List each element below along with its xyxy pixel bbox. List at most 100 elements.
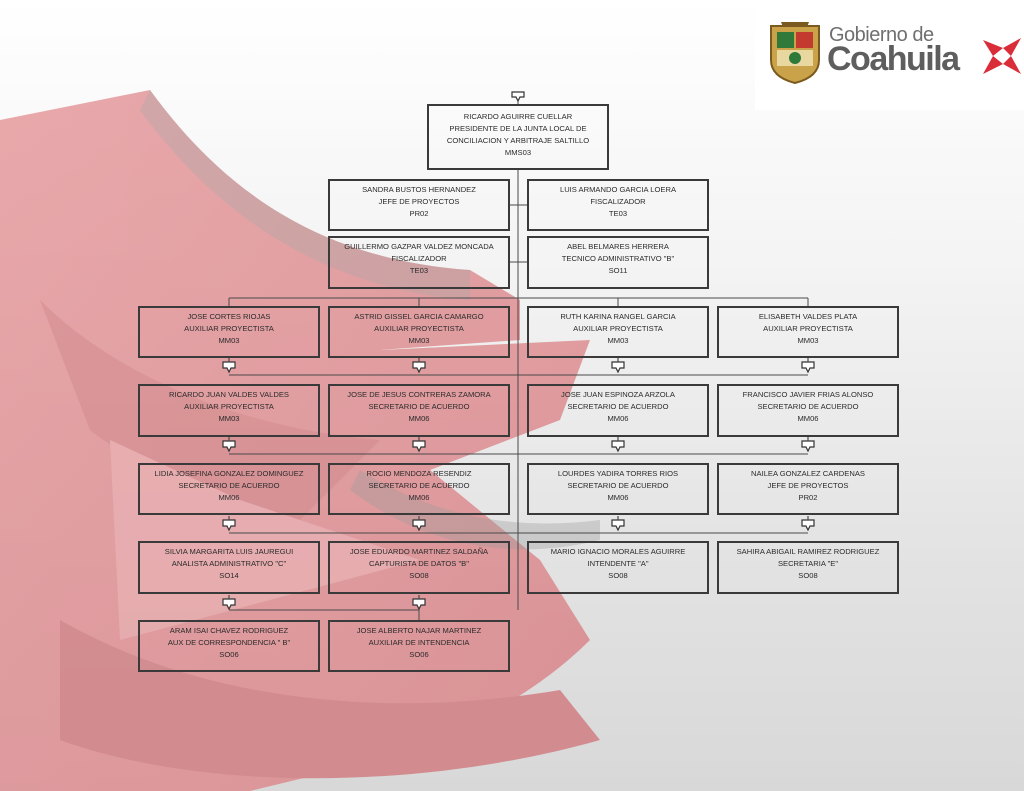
node-title: SECRETARIO DE ACUERDO [368, 481, 470, 490]
hierarchy-arrow-icon [412, 598, 426, 611]
hierarchy-arrow-icon [611, 519, 625, 532]
node-name: MARIO IGNACIO MORALES AGUIRRE [550, 547, 686, 556]
node-code: MMS03 [504, 148, 532, 157]
node-code: TE03 [409, 266, 429, 275]
node-title: SECRETARIO DE ACUERDO [757, 402, 859, 411]
node-title: TECNICO ADMINISTRATIVO "B" [561, 254, 675, 263]
node-name: RICARDO JUAN VALDES VALDES [169, 390, 289, 399]
node-title: AUXILIAR DE INTENDENCIA [368, 638, 470, 647]
org-node: LOURDES YADIRA TORRES RIOS SECRETARIO DE… [527, 463, 709, 515]
node-code: MM06 [797, 414, 819, 423]
node-title: JEFE DE PROYECTOS [378, 197, 460, 206]
state-seal-icon [770, 22, 820, 84]
node-code: SO08 [798, 571, 818, 580]
node-code: SO08 [409, 571, 429, 580]
node-title: AUX DE CORRESPONDENCIA " B" [167, 638, 291, 647]
org-node: SAHIRA ABIGAIL RAMIREZ RODRIGUEZ SECRETA… [717, 541, 899, 594]
org-node: LIDIA JOSEFINA GONZALEZ DOMINGUEZ SECRET… [138, 463, 320, 515]
node-title: SECRETARIA "E" [777, 559, 839, 568]
node-title: JEFE DE PROYECTOS [767, 481, 849, 490]
node-name: ROCIO MENDOZA RESENDIZ [366, 469, 472, 478]
org-node: SILVIA MARGARITA LUIS JAUREGUI ANALISTA … [138, 541, 320, 594]
org-node: ROCIO MENDOZA RESENDIZ SECRETARIO DE ACU… [328, 463, 510, 515]
org-node: JOSE DE JESUS CONTRERAS ZAMORA SECRETARI… [328, 384, 510, 437]
node-code: SO11 [608, 266, 628, 275]
node-title: ANALISTA ADMINISTRATIVO "C" [171, 559, 287, 568]
node-name: ABEL BELMARES HERRERA [567, 242, 669, 251]
node-code: MM03 [218, 336, 240, 345]
node-title: SECRETARIO DE ACUERDO [567, 402, 669, 411]
node-code: MM06 [607, 493, 629, 502]
org-node-root: RICARDO AGUIRRE CUELLAR PRESIDENTE DE LA… [427, 104, 609, 170]
logo-name: Coahuila [827, 40, 960, 78]
org-node: FRANCISCO JAVIER FRIAS ALONSO SECRETARIO… [717, 384, 899, 437]
node-name: SILVIA MARGARITA LUIS JAUREGUI [164, 547, 294, 556]
node-name: LUIS ARMANDO GARCIA LOERA [559, 185, 677, 194]
org-node: RUTH KARINA RANGEL GARCIA AUXILIAR PROYE… [527, 306, 709, 358]
node-code: MM03 [797, 336, 819, 345]
org-node-staff: LUIS ARMANDO GARCIA LOERA FISCALIZADOR T… [527, 179, 709, 231]
node-name: JOSE DE JESUS CONTRERAS ZAMORA [347, 390, 491, 399]
node-name: JOSE JUAN ESPINOZA ARZOLA [561, 390, 675, 399]
node-name: GUILLERMO GAZPAR VALDEZ MONCADA [344, 242, 494, 251]
node-code: MM03 [408, 336, 430, 345]
org-node: ASTRID GISSEL GARCIA CAMARGO AUXILIAR PR… [328, 306, 510, 358]
node-name: RUTH KARINA RANGEL GARCIA [560, 312, 676, 321]
hierarchy-arrow-icon [222, 519, 236, 532]
node-code: SO06 [219, 650, 239, 659]
node-name: JOSE EDUARDO MARTINEZ SALDAÑA [349, 547, 489, 556]
node-title: SECRETARIO DE ACUERDO [178, 481, 280, 490]
node-title: PRESIDENTE DE LA JUNTA LOCAL DE [449, 124, 587, 133]
hierarchy-arrow-icon [611, 440, 625, 453]
node-name: JOSE ALBERTO NAJAR MARTINEZ [356, 626, 482, 635]
node-name: NAILEA GONZALEZ CARDENAS [751, 469, 865, 478]
node-name: JOSE CORTES RIOJAS [187, 312, 271, 321]
org-node: NAILEA GONZALEZ CARDENAS JEFE DE PROYECT… [717, 463, 899, 515]
hierarchy-arrow-icon [412, 519, 426, 532]
org-node: ELISABETH VALDES PLATA AUXILIAR PROYECTI… [717, 306, 899, 358]
node-code: SO08 [608, 571, 628, 580]
coahuila-arrow-icon [983, 38, 1021, 74]
org-node-staff: ABEL BELMARES HERRERA TECNICO ADMINISTRA… [527, 236, 709, 289]
header-logo: Gobierno de Coahuila [755, 0, 1024, 110]
node-title: AUXILIAR PROYECTISTA [573, 324, 663, 333]
node-name: RICARDO AGUIRRE CUELLAR [463, 112, 573, 121]
node-code: MM03 [607, 336, 629, 345]
node-name: SANDRA BUSTOS HERNANDEZ [362, 185, 476, 194]
node-code: SO14 [219, 571, 239, 580]
node-code: MM06 [408, 493, 430, 502]
node-code: MM06 [607, 414, 629, 423]
node-title: FISCALIZADOR [391, 254, 447, 263]
node-name: ARAM ISAI CHAVEZ RODRIGUEZ [169, 626, 289, 635]
node-title: SECRETARIO DE ACUERDO [567, 481, 669, 490]
hierarchy-arrow-icon [801, 440, 815, 453]
hierarchy-arrow-icon [801, 519, 815, 532]
node-name: SAHIRA ABIGAIL RAMIREZ RODRIGUEZ [736, 547, 880, 556]
node-title: INTENDENTE "A" [587, 559, 649, 568]
node-name: FRANCISCO JAVIER FRIAS ALONSO [742, 390, 874, 399]
node-title: AUXILIAR PROYECTISTA [184, 402, 274, 411]
node-name: LIDIA JOSEFINA GONZALEZ DOMINGUEZ [154, 469, 304, 478]
node-code: SO06 [409, 650, 429, 659]
node-code: PR02 [798, 493, 818, 502]
org-node-staff: SANDRA BUSTOS HERNANDEZ JEFE DE PROYECTO… [328, 179, 510, 231]
hierarchy-arrow-icon [412, 440, 426, 453]
org-node: ARAM ISAI CHAVEZ RODRIGUEZ AUX DE CORRES… [138, 620, 320, 672]
logo-prefix: Gobierno de [829, 24, 934, 46]
hierarchy-arrow-icon [801, 361, 815, 374]
node-title: AUXILIAR PROYECTISTA [763, 324, 853, 333]
hierarchy-arrow-icon [412, 361, 426, 374]
node-name: LOURDES YADIRA TORRES RIOS [557, 469, 679, 478]
node-title: FISCALIZADOR [590, 197, 646, 206]
org-node: JOSE ALBERTO NAJAR MARTINEZ AUXILIAR DE … [328, 620, 510, 672]
hierarchy-arrow-icon [222, 361, 236, 374]
org-node-staff: GUILLERMO GAZPAR VALDEZ MONCADA FISCALIZ… [328, 236, 510, 289]
node-name: ASTRID GISSEL GARCIA CAMARGO [354, 312, 484, 321]
node-code: MM03 [218, 414, 240, 423]
org-node: RICARDO JUAN VALDES VALDES AUXILIAR PROY… [138, 384, 320, 437]
node-name: ELISABETH VALDES PLATA [758, 312, 858, 321]
node-title: SECRETARIO DE ACUERDO [368, 402, 470, 411]
hierarchy-arrow-icon [222, 440, 236, 453]
